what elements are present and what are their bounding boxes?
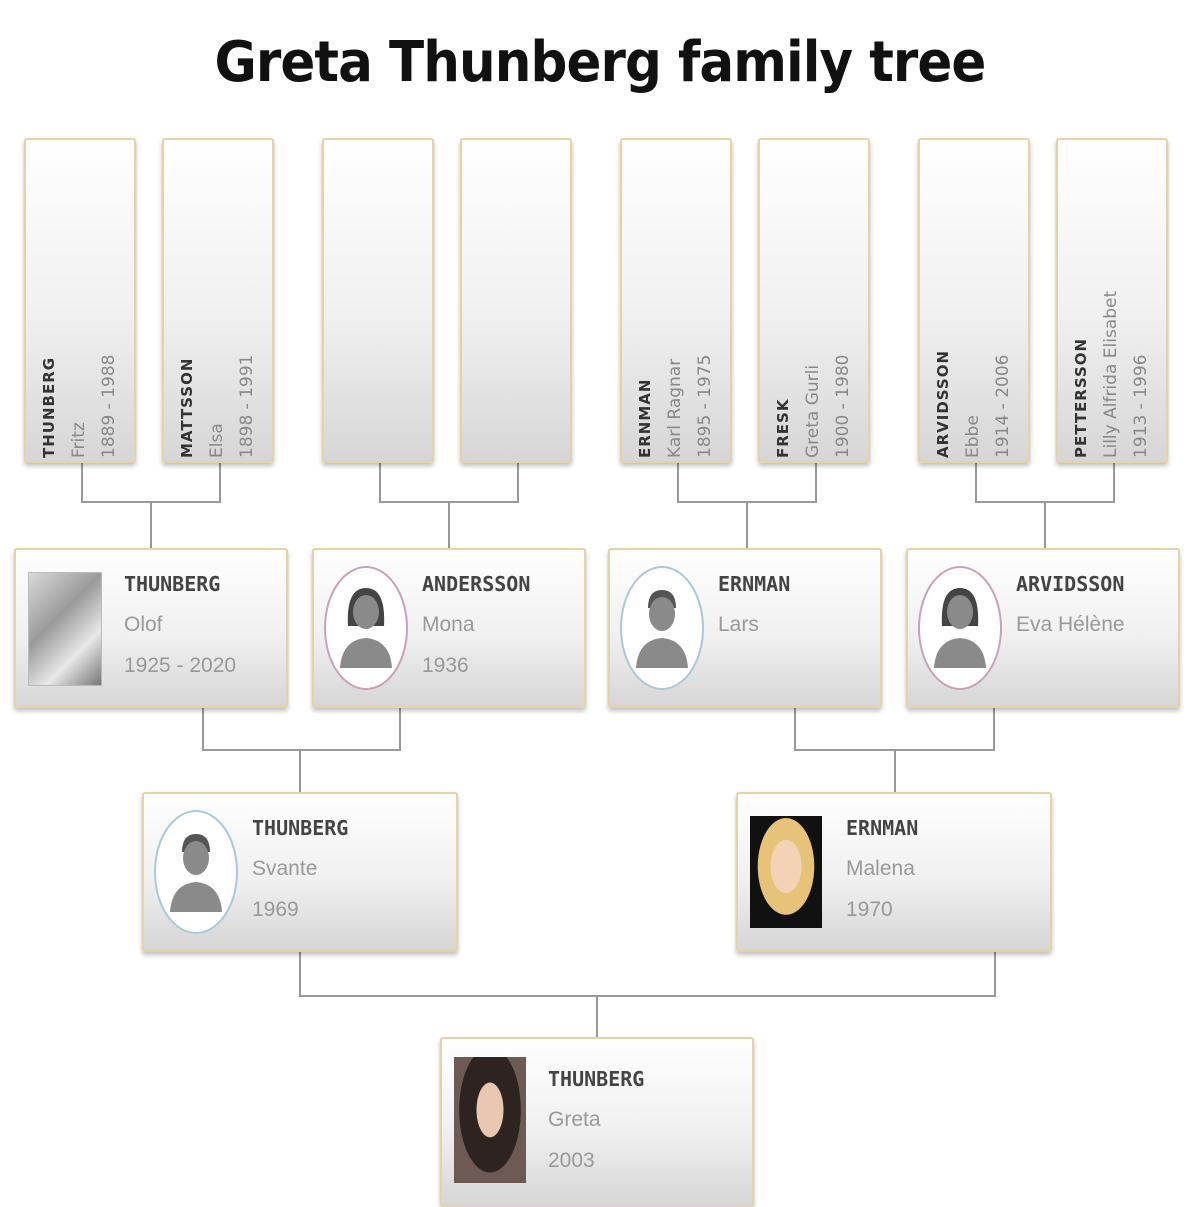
portrait-photo <box>454 1057 526 1183</box>
grandparent-card[interactable]: ANDERSSON Mona 1936 <box>312 548 586 708</box>
surname: THUNBERG <box>124 572 221 596</box>
grandparent-card[interactable]: THUNBERG Olof 1925 - 2020 <box>14 548 288 708</box>
surname: MATTSSON <box>178 357 196 458</box>
male-avatar-icon <box>620 566 704 690</box>
life-dates: 1889 - 1988 <box>99 354 119 458</box>
life-dates: 1898 - 1991 <box>237 354 257 458</box>
parent-card[interactable]: ERNMAN Malena 1970 <box>736 792 1052 952</box>
given-name: Ebbe <box>963 415 983 458</box>
surname: ARVIDSSON <box>934 349 952 458</box>
given-name: Lilly Alfrida Elisabet <box>1101 290 1121 458</box>
life-dates: 1936 <box>422 654 469 677</box>
great-grandparent-card[interactable]: PETTERSSON Lilly Alfrida Elisabet 1913 -… <box>1056 138 1168 463</box>
given-name: Malena <box>846 857 915 880</box>
child-card[interactable]: THUNBERG Greta 2003 <box>440 1037 754 1207</box>
surname: ARVIDSSON <box>1016 572 1125 596</box>
surname: THUNBERG <box>252 816 349 840</box>
surname: PETTERSSON <box>1072 337 1090 458</box>
life-dates: 1900 - 1980 <box>833 354 853 458</box>
surname: ANDERSSON <box>422 572 531 596</box>
surname: THUNBERG <box>40 356 58 458</box>
life-dates: 1969 <box>252 898 299 921</box>
life-dates: 1913 - 1996 <box>1131 354 1151 458</box>
great-grandparent-card-empty[interactable] <box>460 138 572 463</box>
given-name: Mona <box>422 613 475 636</box>
surname: THUNBERG <box>548 1067 645 1091</box>
page-title: Greta Thunberg family tree <box>214 30 987 95</box>
given-name: Fritz <box>69 422 89 458</box>
surname: FRESK <box>774 398 792 458</box>
portrait-photo <box>28 572 102 686</box>
life-dates: 1895 - 1975 <box>695 354 715 458</box>
great-grandparent-card[interactable]: ERNMAN Karl Ragnar 1895 - 1975 <box>620 138 732 463</box>
great-grandparent-card-empty[interactable] <box>322 138 434 463</box>
life-dates: 2003 <box>548 1149 595 1172</box>
life-dates: 1925 - 2020 <box>124 654 237 677</box>
great-grandparent-card[interactable]: MATTSSON Elsa 1898 - 1991 <box>162 138 274 463</box>
given-name: Olof <box>124 613 163 636</box>
given-name: Greta <box>548 1108 601 1131</box>
grandparent-card[interactable]: ARVIDSSON Eva Hélène <box>906 548 1180 708</box>
parent-card[interactable]: THUNBERG Svante 1969 <box>142 792 458 952</box>
given-name: Greta Gurli <box>803 364 823 458</box>
male-avatar-icon <box>154 810 238 934</box>
surname: ERNMAN <box>846 816 919 840</box>
given-name: Elsa <box>207 423 227 458</box>
life-dates: 1970 <box>846 898 893 921</box>
female-avatar-icon <box>918 566 1002 690</box>
given-name: Eva Hélène <box>1016 613 1125 636</box>
great-grandparent-card[interactable]: THUNBERG Fritz 1889 - 1988 <box>24 138 136 463</box>
given-name: Lars <box>718 613 759 636</box>
given-name: Karl Ragnar <box>665 358 685 458</box>
female-avatar-icon <box>324 566 408 690</box>
great-grandparent-card[interactable]: FRESK Greta Gurli 1900 - 1980 <box>758 138 870 463</box>
given-name: Svante <box>252 857 318 880</box>
surname: ERNMAN <box>636 378 654 458</box>
great-grandparent-card[interactable]: ARVIDSSON Ebbe 1914 - 2006 <box>918 138 1030 463</box>
grandparent-card[interactable]: ERNMAN Lars <box>608 548 882 708</box>
life-dates: 1914 - 2006 <box>993 354 1013 458</box>
portrait-photo <box>750 816 822 928</box>
surname: ERNMAN <box>718 572 791 596</box>
